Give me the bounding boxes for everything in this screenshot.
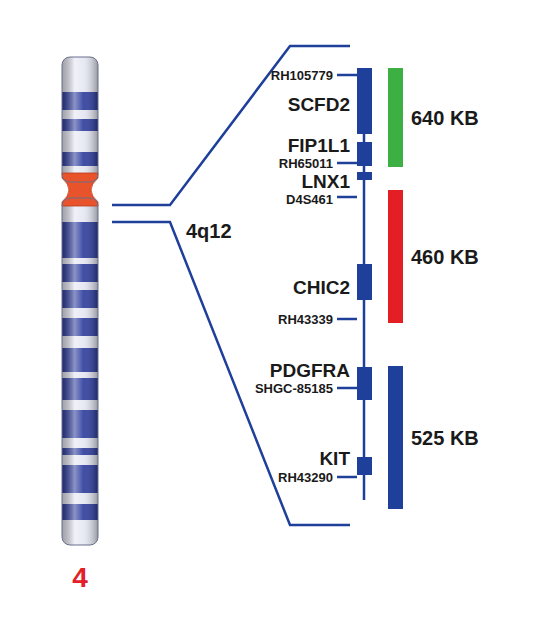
gene-name: FIP1L1: [288, 136, 350, 155]
gene-box: [357, 457, 372, 475]
bar-fill: [388, 68, 403, 167]
outline: [62, 57, 98, 182]
gene-box: [357, 264, 372, 300]
shading: [62, 57, 98, 182]
gene-name: SCFD2: [288, 95, 350, 114]
marker-name: D4S461: [286, 193, 333, 206]
size-label: 640 KB: [411, 108, 479, 128]
marker-name: RH43339: [278, 313, 333, 326]
centromere: [62, 173, 98, 206]
marker-name: SHGC-85185: [255, 382, 333, 395]
marker-tick: [337, 196, 357, 199]
size-bar: 640 KB: [388, 68, 403, 167]
gene-name: PDGFRA: [270, 361, 350, 380]
gene-box: [357, 142, 372, 166]
size-label: 525 KB: [411, 428, 479, 448]
gene-box: [357, 172, 372, 180]
outline: [62, 198, 98, 545]
marker-tick: [337, 476, 357, 479]
gene-box: [357, 367, 372, 400]
marker-tick: [337, 74, 357, 77]
gene-name: KIT: [319, 449, 350, 468]
zoom-lines: [112, 46, 350, 525]
zoom-line: [112, 46, 350, 205]
size-label: 460 KB: [411, 247, 479, 267]
gene-name: CHIC2: [293, 278, 350, 297]
marker-name: RH105779: [271, 69, 333, 82]
arm-ground: [62, 57, 98, 182]
marker-tick: [337, 318, 357, 321]
chromosome-ideogram: [62, 57, 98, 545]
marker-tick: [337, 162, 357, 165]
q-arm: [62, 198, 98, 545]
marker-tick: [337, 387, 357, 390]
zoom-line: [112, 222, 350, 525]
size-bar: 460 KB: [388, 190, 403, 323]
p-arm: [62, 57, 98, 182]
gene-box: [357, 68, 372, 134]
bar-fill: [388, 190, 403, 323]
region-label: 4q12: [186, 221, 232, 241]
arm-ground: [62, 198, 98, 545]
size-bar: 525 KB: [388, 366, 403, 509]
marker-name: RH65011: [279, 157, 333, 170]
shading: [62, 198, 98, 545]
chromosome-number: 4: [72, 564, 88, 592]
bar-fill: [388, 366, 403, 509]
marker-name: RH43290: [278, 471, 333, 484]
gene-name: LNX1: [301, 172, 350, 191]
